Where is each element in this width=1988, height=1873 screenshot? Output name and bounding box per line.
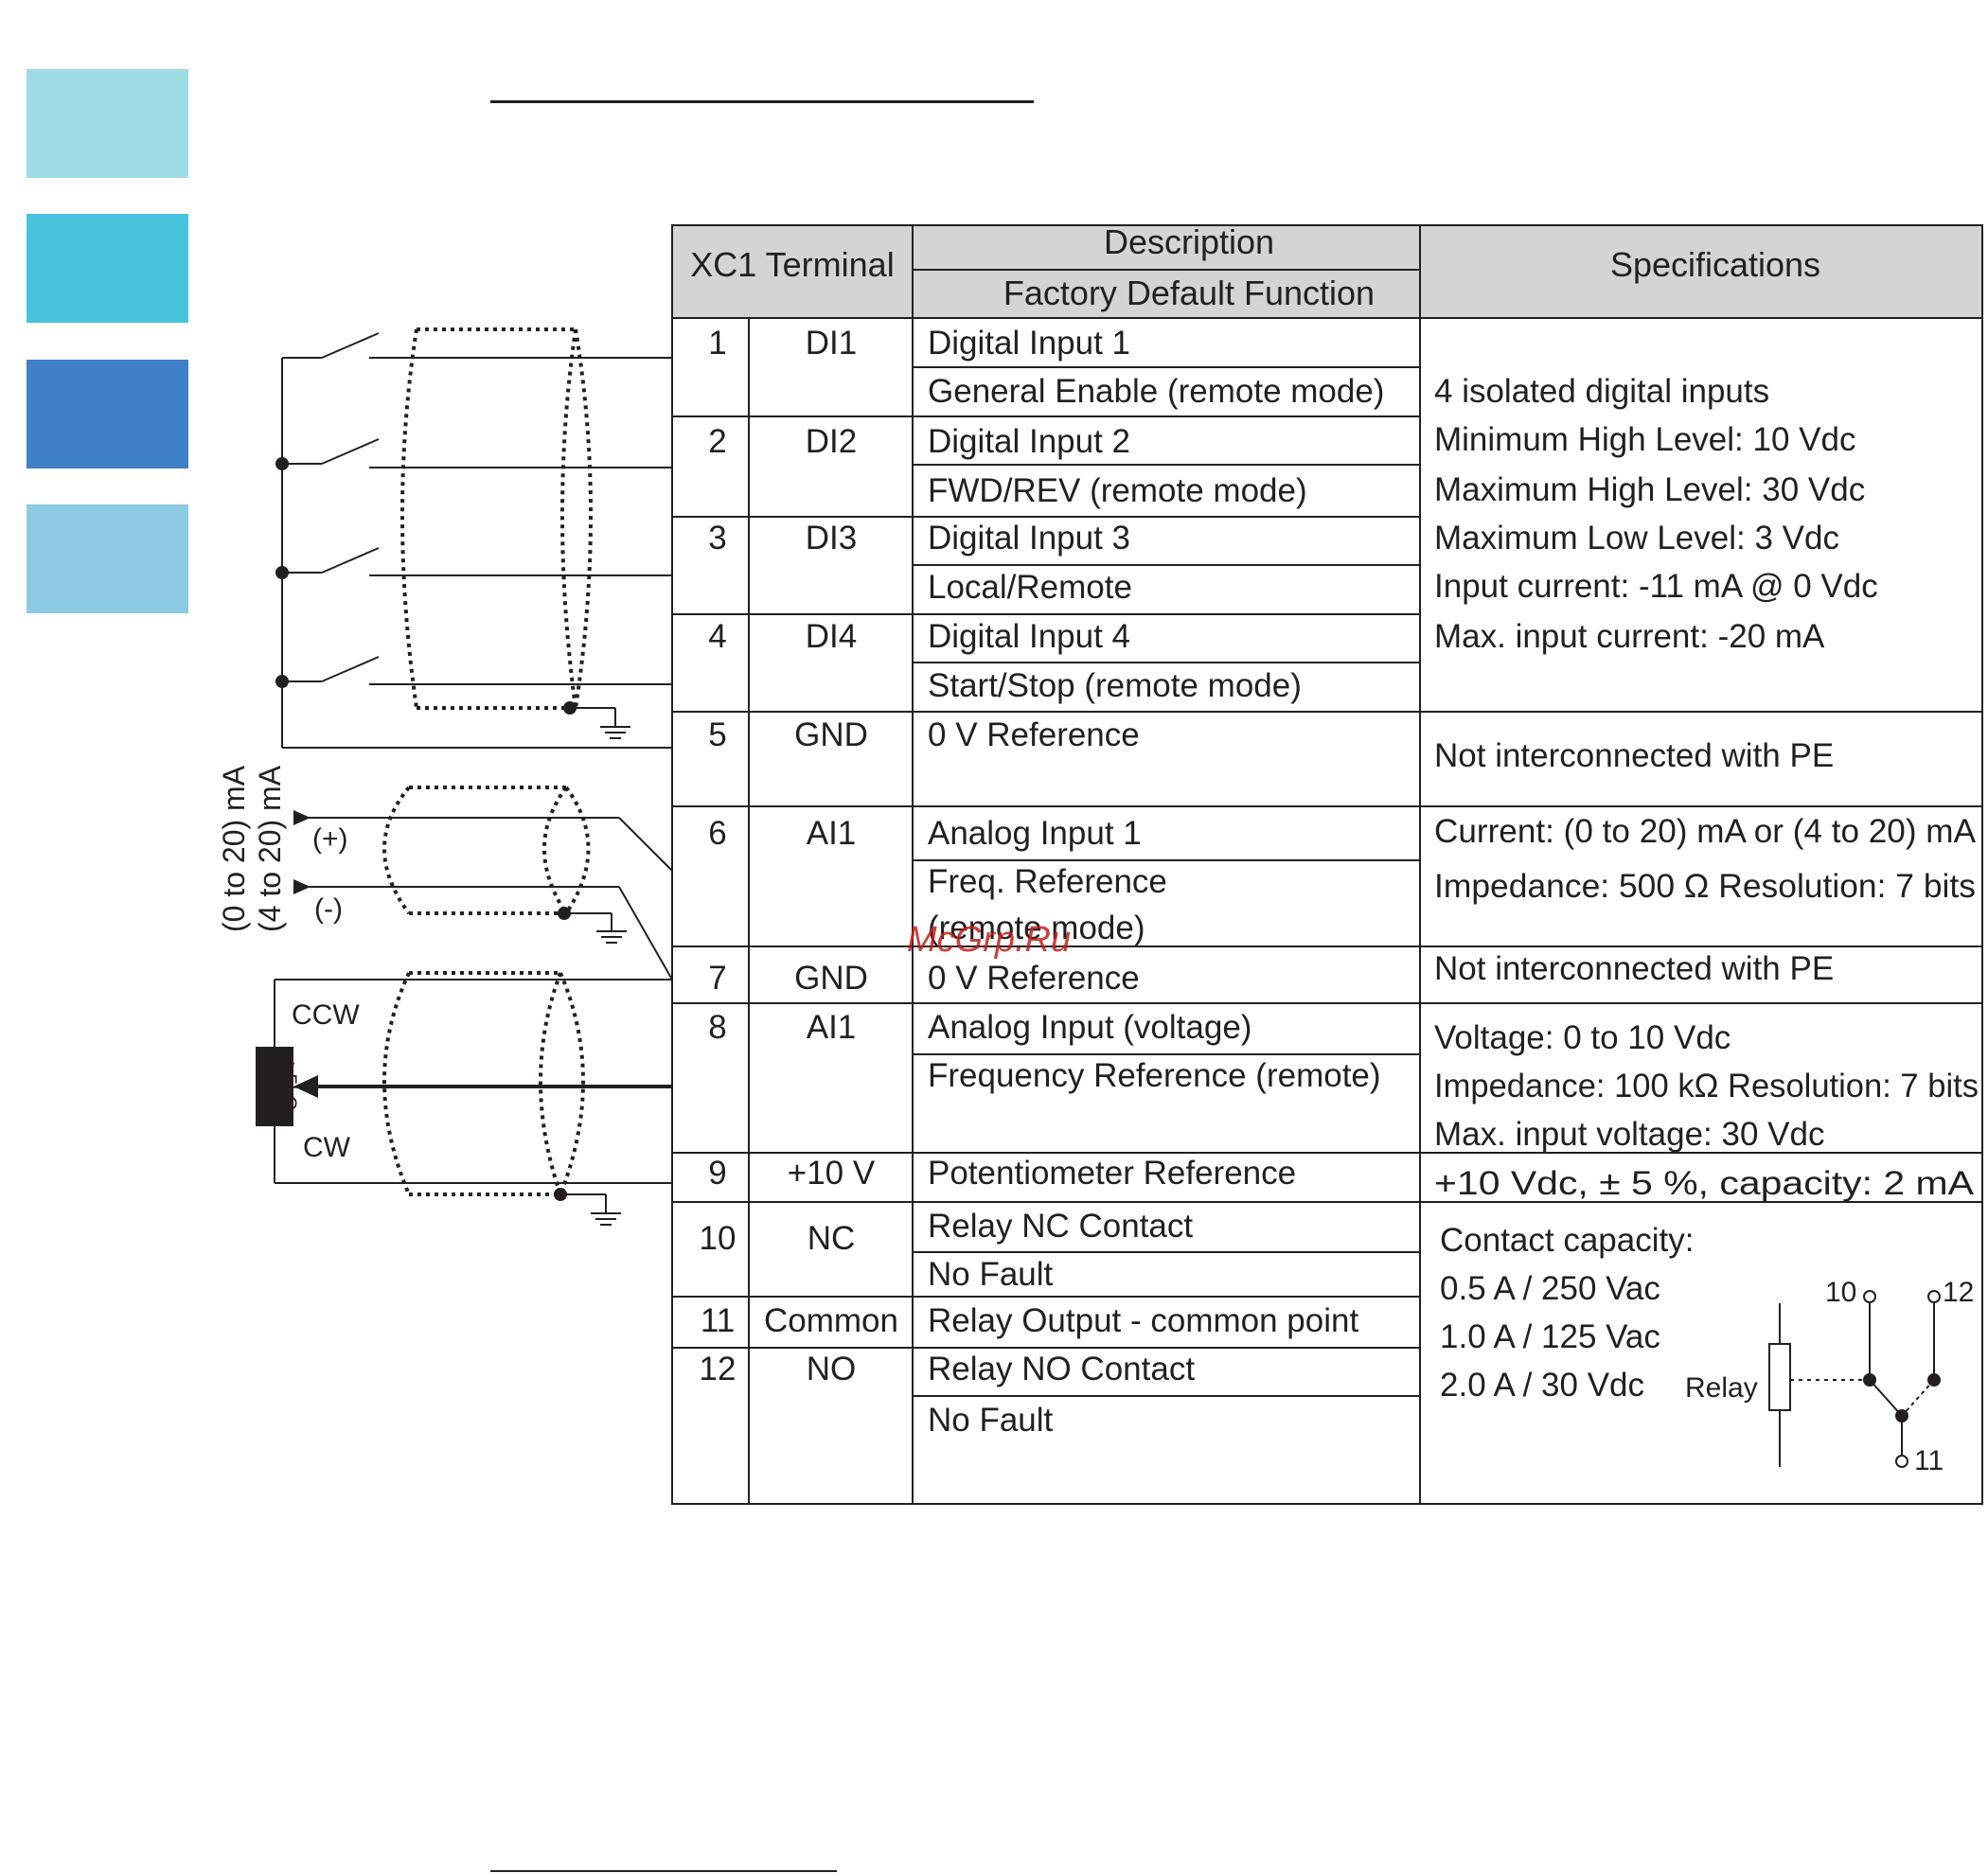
terminal-number: 9 xyxy=(708,1155,726,1192)
spec-line: 0.5 A / 250 Vac xyxy=(1440,1270,1660,1307)
potentiometer-value: ≥5kΩ xyxy=(277,1062,301,1111)
terminal-name: GND xyxy=(794,960,868,997)
plus-label: (+) xyxy=(312,823,348,855)
terminal-description: 0 V Reference xyxy=(928,960,1140,997)
spec-line: Maximum Low Level: 3 Vdc xyxy=(1434,520,1839,557)
header-description: Description xyxy=(1104,222,1274,261)
terminal-number: 10 xyxy=(700,1220,737,1257)
side-tab-3 xyxy=(27,360,188,468)
spec-line: Maximum High Level: 30 Vdc xyxy=(1434,471,1865,508)
analog-current-wiring xyxy=(301,786,673,981)
terminal-name: +10 V xyxy=(788,1155,876,1192)
terminal-description: Potentiometer Reference xyxy=(928,1155,1296,1192)
relay-pin-11: 11 xyxy=(1914,1445,1944,1476)
terminal-name: DI1 xyxy=(806,325,857,362)
watermark: McGrp.Ru xyxy=(907,920,1071,960)
current-range-label-2: (4 to 20) mA xyxy=(253,765,287,932)
terminal-name: DI3 xyxy=(806,520,857,557)
terminal-name: Common xyxy=(764,1302,898,1339)
spec-line: Max. input current: -20 mA xyxy=(1434,618,1825,655)
spec-line: Voltage: 0 to 10 Vdc xyxy=(1434,1019,1731,1056)
terminal-description: Relay NC Contact xyxy=(928,1208,1193,1245)
terminal-description: Analog Input (voltage) xyxy=(928,1009,1251,1046)
terminal-name: DI4 xyxy=(806,618,857,655)
relay-pin-10: 10 xyxy=(1825,1277,1856,1308)
terminal-function: General Enable (remote mode) xyxy=(928,373,1384,410)
terminal-number: 8 xyxy=(708,1009,726,1046)
terminal-number: 12 xyxy=(700,1351,737,1387)
terminal-number: 11 xyxy=(701,1302,735,1339)
analog-arrows xyxy=(293,810,571,920)
terminal-function: No Fault xyxy=(928,1256,1054,1293)
terminal-number: 1 xyxy=(708,325,726,362)
terminal-description: Analog Input 1 xyxy=(928,815,1142,852)
terminal-number: 2 xyxy=(708,423,726,460)
terminal-name: AI1 xyxy=(807,815,857,852)
terminal-number: 7 xyxy=(708,960,726,997)
terminal-function: Local/Remote xyxy=(928,569,1132,606)
spec-line: Not interconnected with PE xyxy=(1434,950,1834,987)
terminal-function: FWD/REV (remote mode) xyxy=(928,472,1307,509)
terminal-description: Digital Input 2 xyxy=(928,423,1130,460)
terminal-number: 4 xyxy=(708,618,726,655)
terminal-name: DI2 xyxy=(806,423,857,460)
spec-line: Impedance: 500 Ω Resolution: 7 bits xyxy=(1434,868,1976,905)
terminal-number: 5 xyxy=(708,716,726,753)
digital-input-wiring xyxy=(281,327,672,749)
table-header-bg xyxy=(672,225,1982,318)
terminal-number: 3 xyxy=(708,520,726,557)
spec-line: 2.0 A / 30 Vdc xyxy=(1440,1367,1644,1404)
terminal-description: Digital Input 4 xyxy=(928,618,1130,655)
terminal-name: AI1 xyxy=(807,1009,857,1046)
terminal-function: Freq. Reference xyxy=(928,863,1167,900)
header-factory-default: Factory Default Function xyxy=(1003,274,1375,312)
terminal-function: No Fault xyxy=(928,1402,1054,1439)
wire-junctions xyxy=(275,457,577,715)
table-grid xyxy=(671,224,1983,1505)
relay-label: Relay xyxy=(1685,1372,1758,1404)
minus-label: (-) xyxy=(314,893,343,925)
spec-line: 1.0 A / 125 Vac xyxy=(1440,1318,1660,1355)
terminal-name: GND xyxy=(794,716,868,753)
terminal-function-cont: (remote mode) xyxy=(928,910,1145,946)
spec-line: Input current: -11 mA @ 0 Vdc xyxy=(1434,568,1878,605)
terminal-description: 0 V Reference xyxy=(928,716,1140,753)
terminal-description: Digital Input 1 xyxy=(928,325,1130,362)
spec-line: +10 Vdc, ± 5 %, capacity: 2 mA xyxy=(1434,1165,1975,1202)
bottom-rule xyxy=(490,1870,837,1872)
terminal-description: Relay NO Contact xyxy=(928,1351,1195,1387)
spec-line: Minimum High Level: 10 Vdc xyxy=(1434,421,1855,458)
potentiometer-wiring xyxy=(274,971,672,1226)
potentiometer-body xyxy=(256,1047,293,1126)
wire-junction xyxy=(554,1188,567,1201)
terminal-description: Digital Input 3 xyxy=(928,520,1130,557)
spec-line: Current: (0 to 20) mA or (4 to 20) mA xyxy=(1434,813,1977,850)
potentiometer-wiper-arrow xyxy=(293,1075,318,1098)
terminal-function: Frequency Reference (remote) xyxy=(928,1057,1381,1094)
side-tab-1 xyxy=(27,69,188,178)
spec-line: Contact capacity: xyxy=(1440,1222,1694,1259)
spec-line: Max. input voltage: 30 Vdc xyxy=(1434,1116,1824,1153)
top-rule xyxy=(490,100,1034,103)
terminal-description: Relay Output - common point xyxy=(928,1302,1358,1339)
spec-line: Not interconnected with PE xyxy=(1434,737,1834,774)
current-range-label-1: (0 to 20) mA xyxy=(217,765,251,932)
ccw-label: CCW xyxy=(292,999,360,1031)
spec-line: 4 isolated digital inputs xyxy=(1434,373,1769,410)
header-specifications: Specifications xyxy=(1610,245,1820,284)
relay-schematic xyxy=(1768,1290,1941,1468)
side-tab-2 xyxy=(27,214,188,323)
header-terminal: XC1 Terminal xyxy=(690,245,894,284)
terminal-name: NO xyxy=(807,1351,857,1387)
terminal-number: 6 xyxy=(708,815,726,852)
spec-line: Impedance: 100 kΩ Resolution: 7 bits xyxy=(1434,1068,1979,1104)
relay-pin-12: 12 xyxy=(1943,1277,1974,1308)
terminal-function: Start/Stop (remote mode) xyxy=(928,667,1302,704)
cw-label: CW xyxy=(303,1132,351,1163)
terminal-name: NC xyxy=(808,1220,856,1257)
side-tab-4 xyxy=(27,504,188,613)
